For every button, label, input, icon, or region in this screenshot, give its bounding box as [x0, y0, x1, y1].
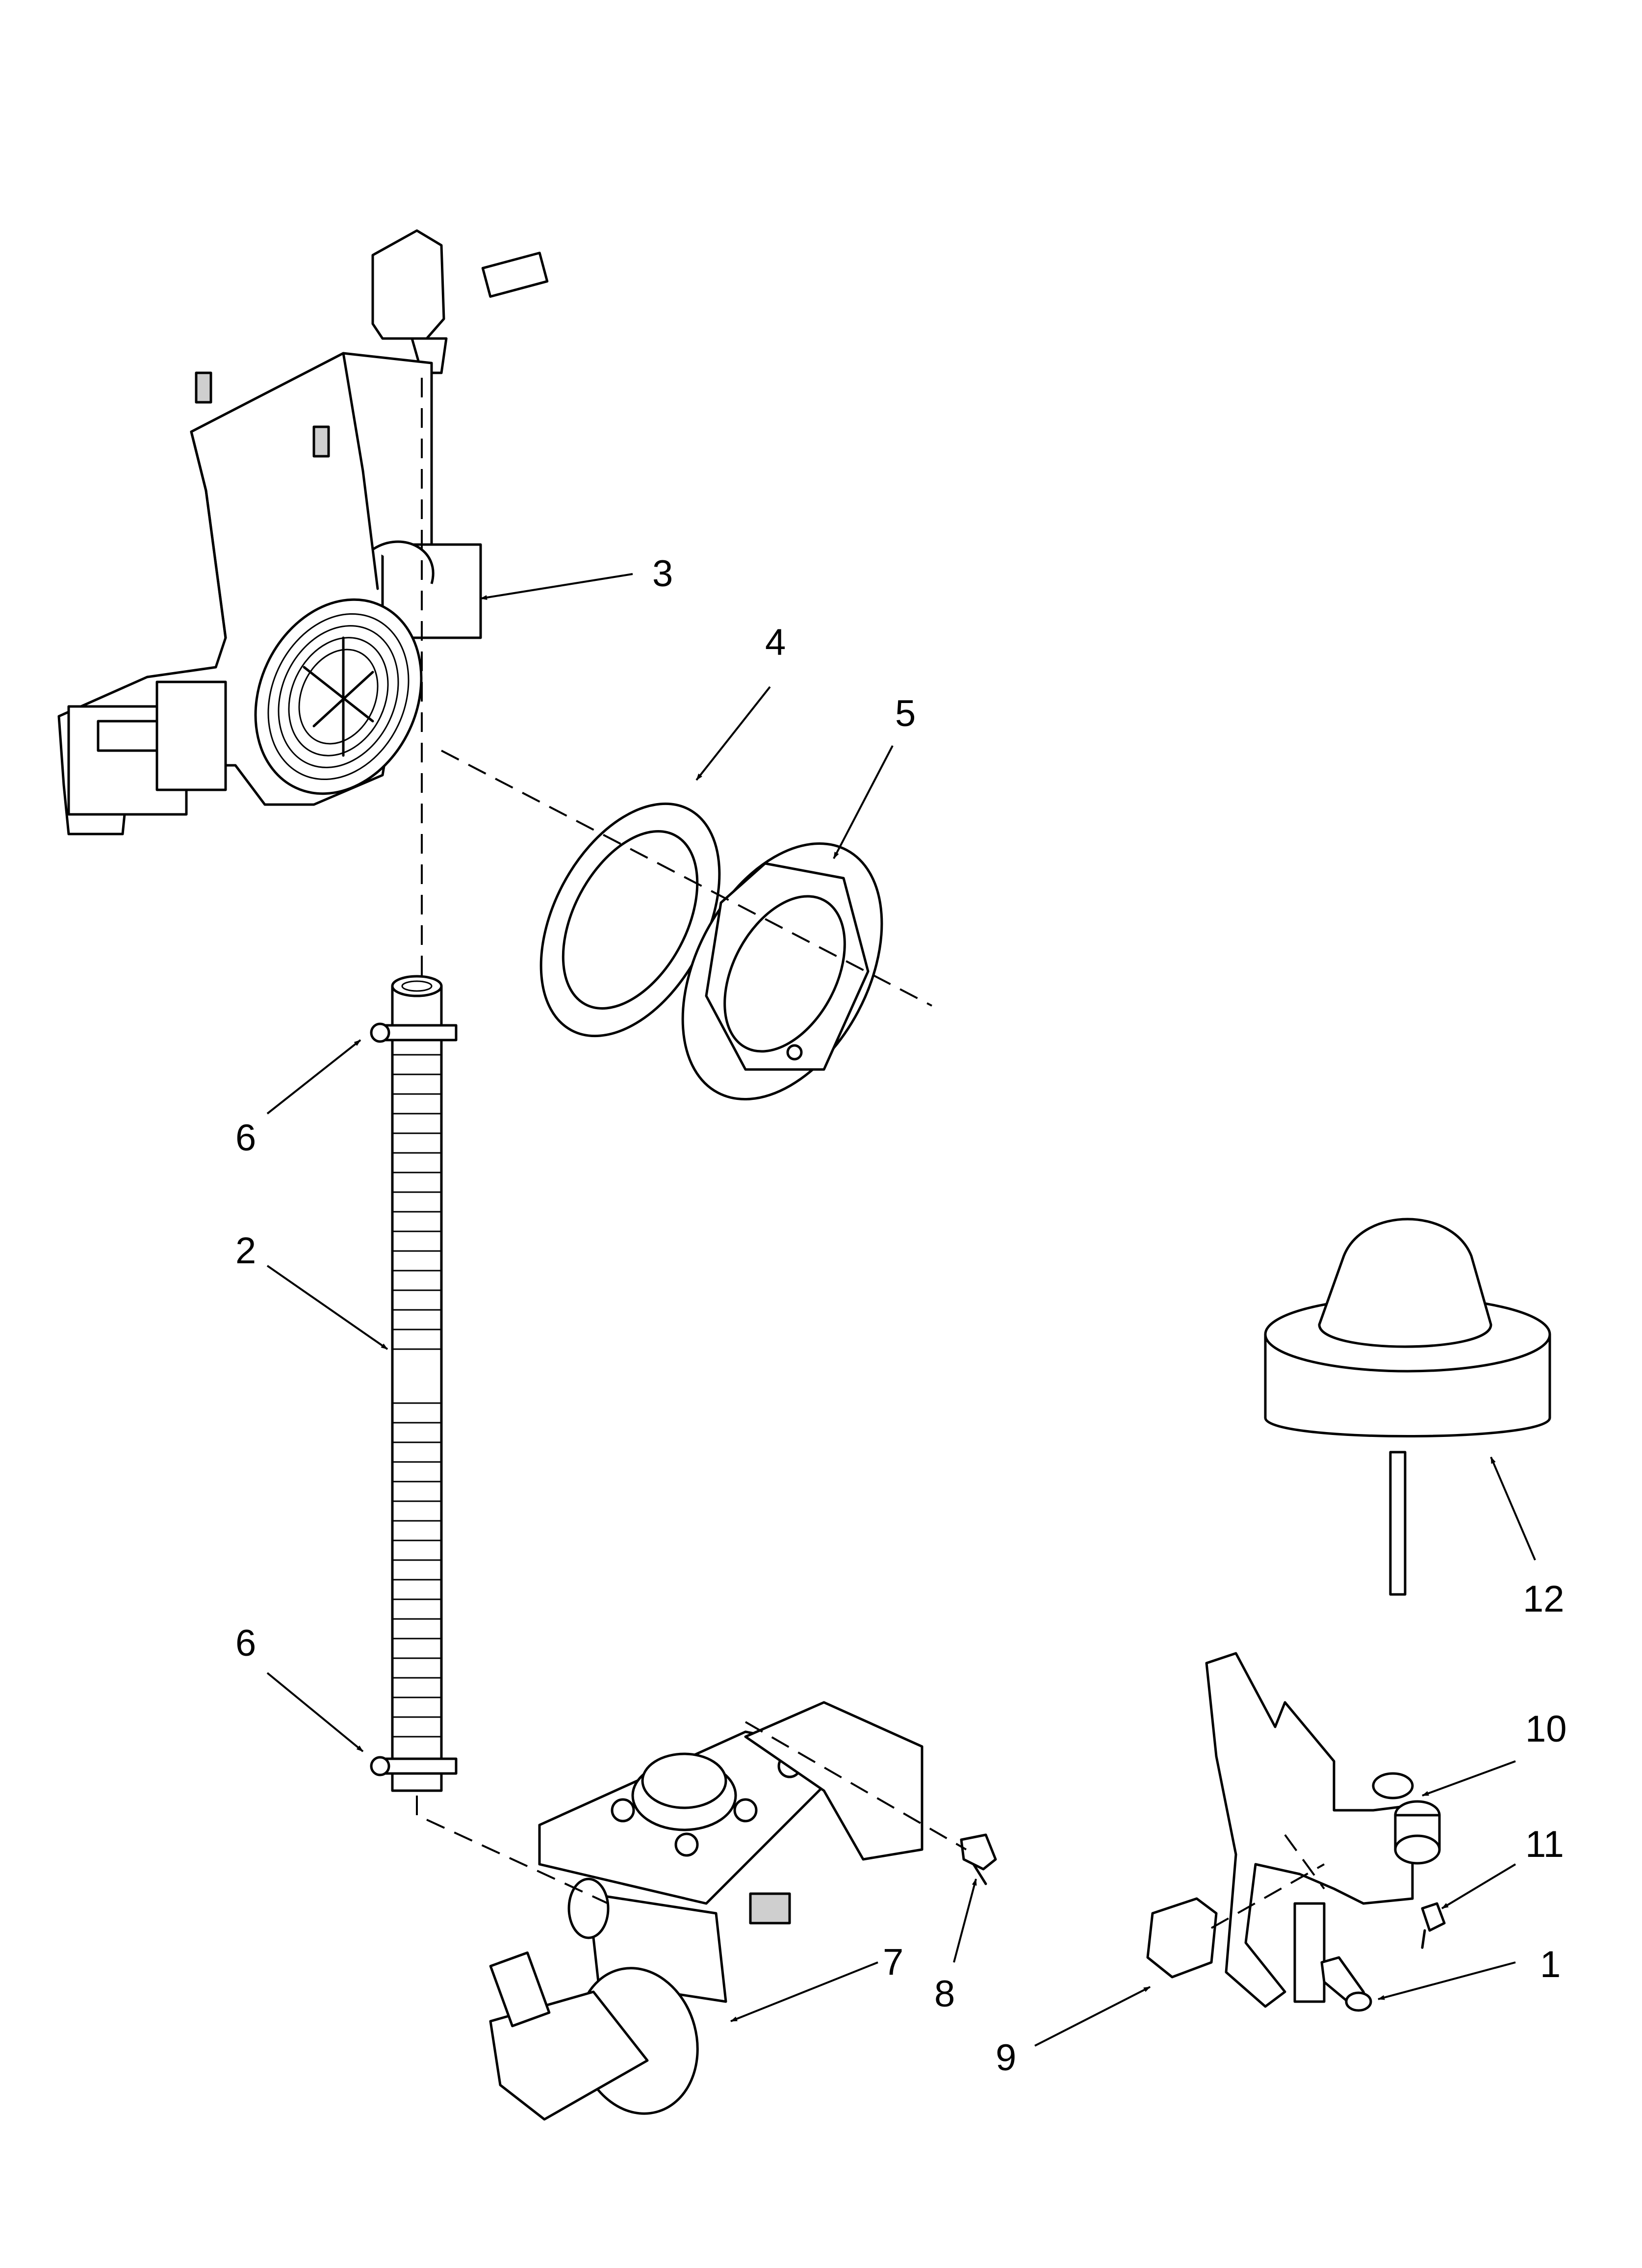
part-7-inlet-valve	[489, 1701, 924, 2121]
callout-6-bottom: 6	[235, 1622, 256, 1664]
part-4-ring-gasket	[539, 802, 721, 1038]
callout-9: 9	[996, 2037, 1016, 2079]
part-11-screw	[1421, 1902, 1446, 1949]
callout-8: 8	[934, 1973, 955, 2015]
part-6-clamp-bottom	[370, 1756, 458, 1776]
part-1-lever	[1320, 1956, 1372, 2012]
part-3-vent-housing	[57, 229, 549, 835]
callout-2: 2	[235, 1230, 256, 1272]
part-6-clamp-top	[370, 1022, 458, 1043]
part-2-hose	[391, 975, 443, 1792]
callout-12: 12	[1523, 1578, 1565, 1620]
part-10-switch-bracket	[1205, 1652, 1441, 2008]
callout-11: 11	[1525, 1824, 1564, 1865]
part-9-microswitch	[1146, 1897, 1218, 1979]
callout-5: 5	[895, 693, 916, 734]
callout-4: 4	[765, 622, 786, 663]
leader-arrows	[266, 573, 1536, 2047]
assembly-lines	[416, 378, 1325, 1929]
callout-10: 10	[1525, 1708, 1567, 1750]
part-12-float	[1264, 1218, 1551, 1596]
part-8-screw	[960, 1833, 997, 1885]
callout-6-top: 6	[235, 1117, 256, 1159]
part-5-hex-nut	[681, 842, 883, 1101]
callout-3: 3	[652, 553, 673, 595]
callout-1: 1	[1540, 1944, 1561, 1985]
callout-7: 7	[883, 1941, 903, 1983]
callout-labels: 3 4 5 6 2 6 7 8 9 10 11 1 12	[235, 553, 1567, 2079]
